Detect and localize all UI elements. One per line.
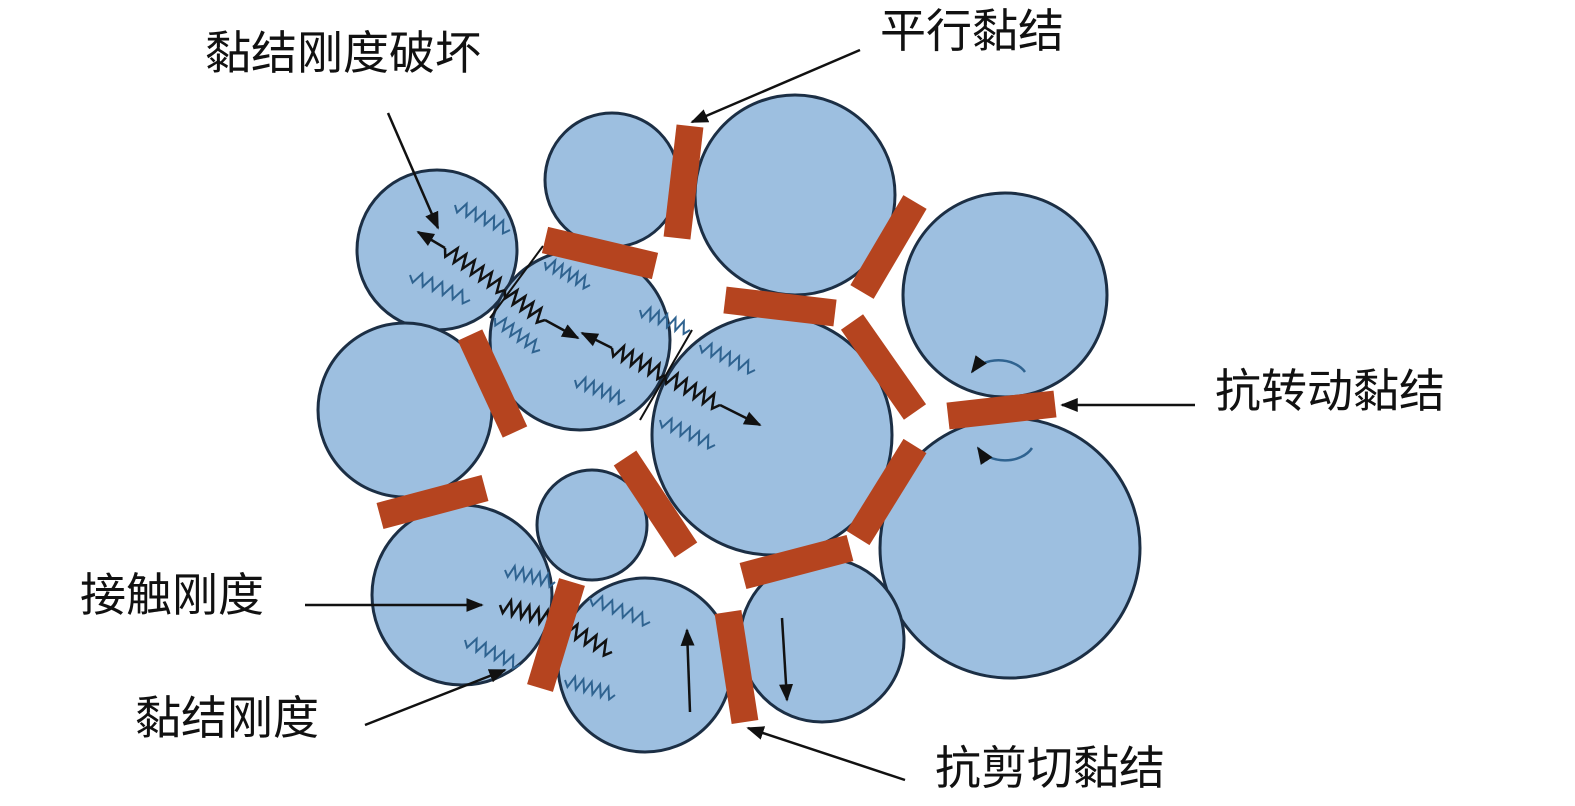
- arrow: [544, 318, 580, 340]
- spring: [610, 342, 666, 382]
- spring: [544, 257, 591, 291]
- particle: [901, 191, 1109, 399]
- label-bond-stiffness: 黏结刚度: [135, 691, 319, 745]
- arrow: [690, 48, 861, 124]
- arrow: [416, 230, 446, 250]
- rotation-arrow-icon: [976, 446, 1034, 465]
- bond: [527, 578, 585, 692]
- spring: [409, 271, 471, 306]
- spring: [503, 287, 546, 325]
- arrow: [386, 112, 440, 230]
- bond: [663, 124, 704, 240]
- arrow: [364, 668, 507, 727]
- label-bond-stiffness-failure: 黏结刚度破坏: [205, 26, 481, 80]
- particle: [543, 111, 681, 249]
- bond: [739, 534, 854, 590]
- spring: [589, 594, 651, 628]
- spring: [699, 341, 756, 375]
- bond: [714, 609, 759, 725]
- spring: [504, 563, 556, 589]
- arrow: [680, 628, 695, 713]
- spring: [498, 596, 556, 629]
- spring: [454, 201, 511, 235]
- label-shear-resistant-bond: 抗剪切黏结: [935, 741, 1165, 795]
- spring: [639, 305, 691, 336]
- bond: [850, 195, 927, 299]
- label-rotation-resistant-bond: 抗转动黏结: [1215, 364, 1445, 418]
- bond: [846, 438, 927, 546]
- spring: [464, 636, 521, 670]
- arrow: [779, 617, 794, 702]
- bond: [541, 226, 659, 280]
- arrow: [580, 331, 613, 350]
- particle: [535, 468, 649, 582]
- spring: [574, 375, 626, 406]
- bond: [376, 474, 489, 530]
- particle: [355, 168, 519, 332]
- contact-plane: [639, 329, 693, 421]
- spring: [659, 416, 716, 450]
- bond: [946, 390, 1057, 430]
- spring: [443, 245, 506, 295]
- rotation-arrow-icon: [970, 355, 1027, 374]
- bond: [840, 314, 927, 420]
- bond: [613, 450, 698, 558]
- spring: [564, 673, 616, 702]
- arrow: [746, 726, 906, 782]
- particle: [556, 576, 734, 754]
- spring: [494, 316, 541, 354]
- arrow: [719, 403, 762, 427]
- bond: [723, 286, 837, 327]
- bond: [457, 329, 528, 438]
- contact-plane: [489, 245, 544, 319]
- label-parallel-bond: 平行黏结: [880, 4, 1064, 58]
- particle: [370, 503, 554, 687]
- spring: [663, 370, 721, 411]
- label-contact-stiffness: 接触刚度: [80, 568, 264, 622]
